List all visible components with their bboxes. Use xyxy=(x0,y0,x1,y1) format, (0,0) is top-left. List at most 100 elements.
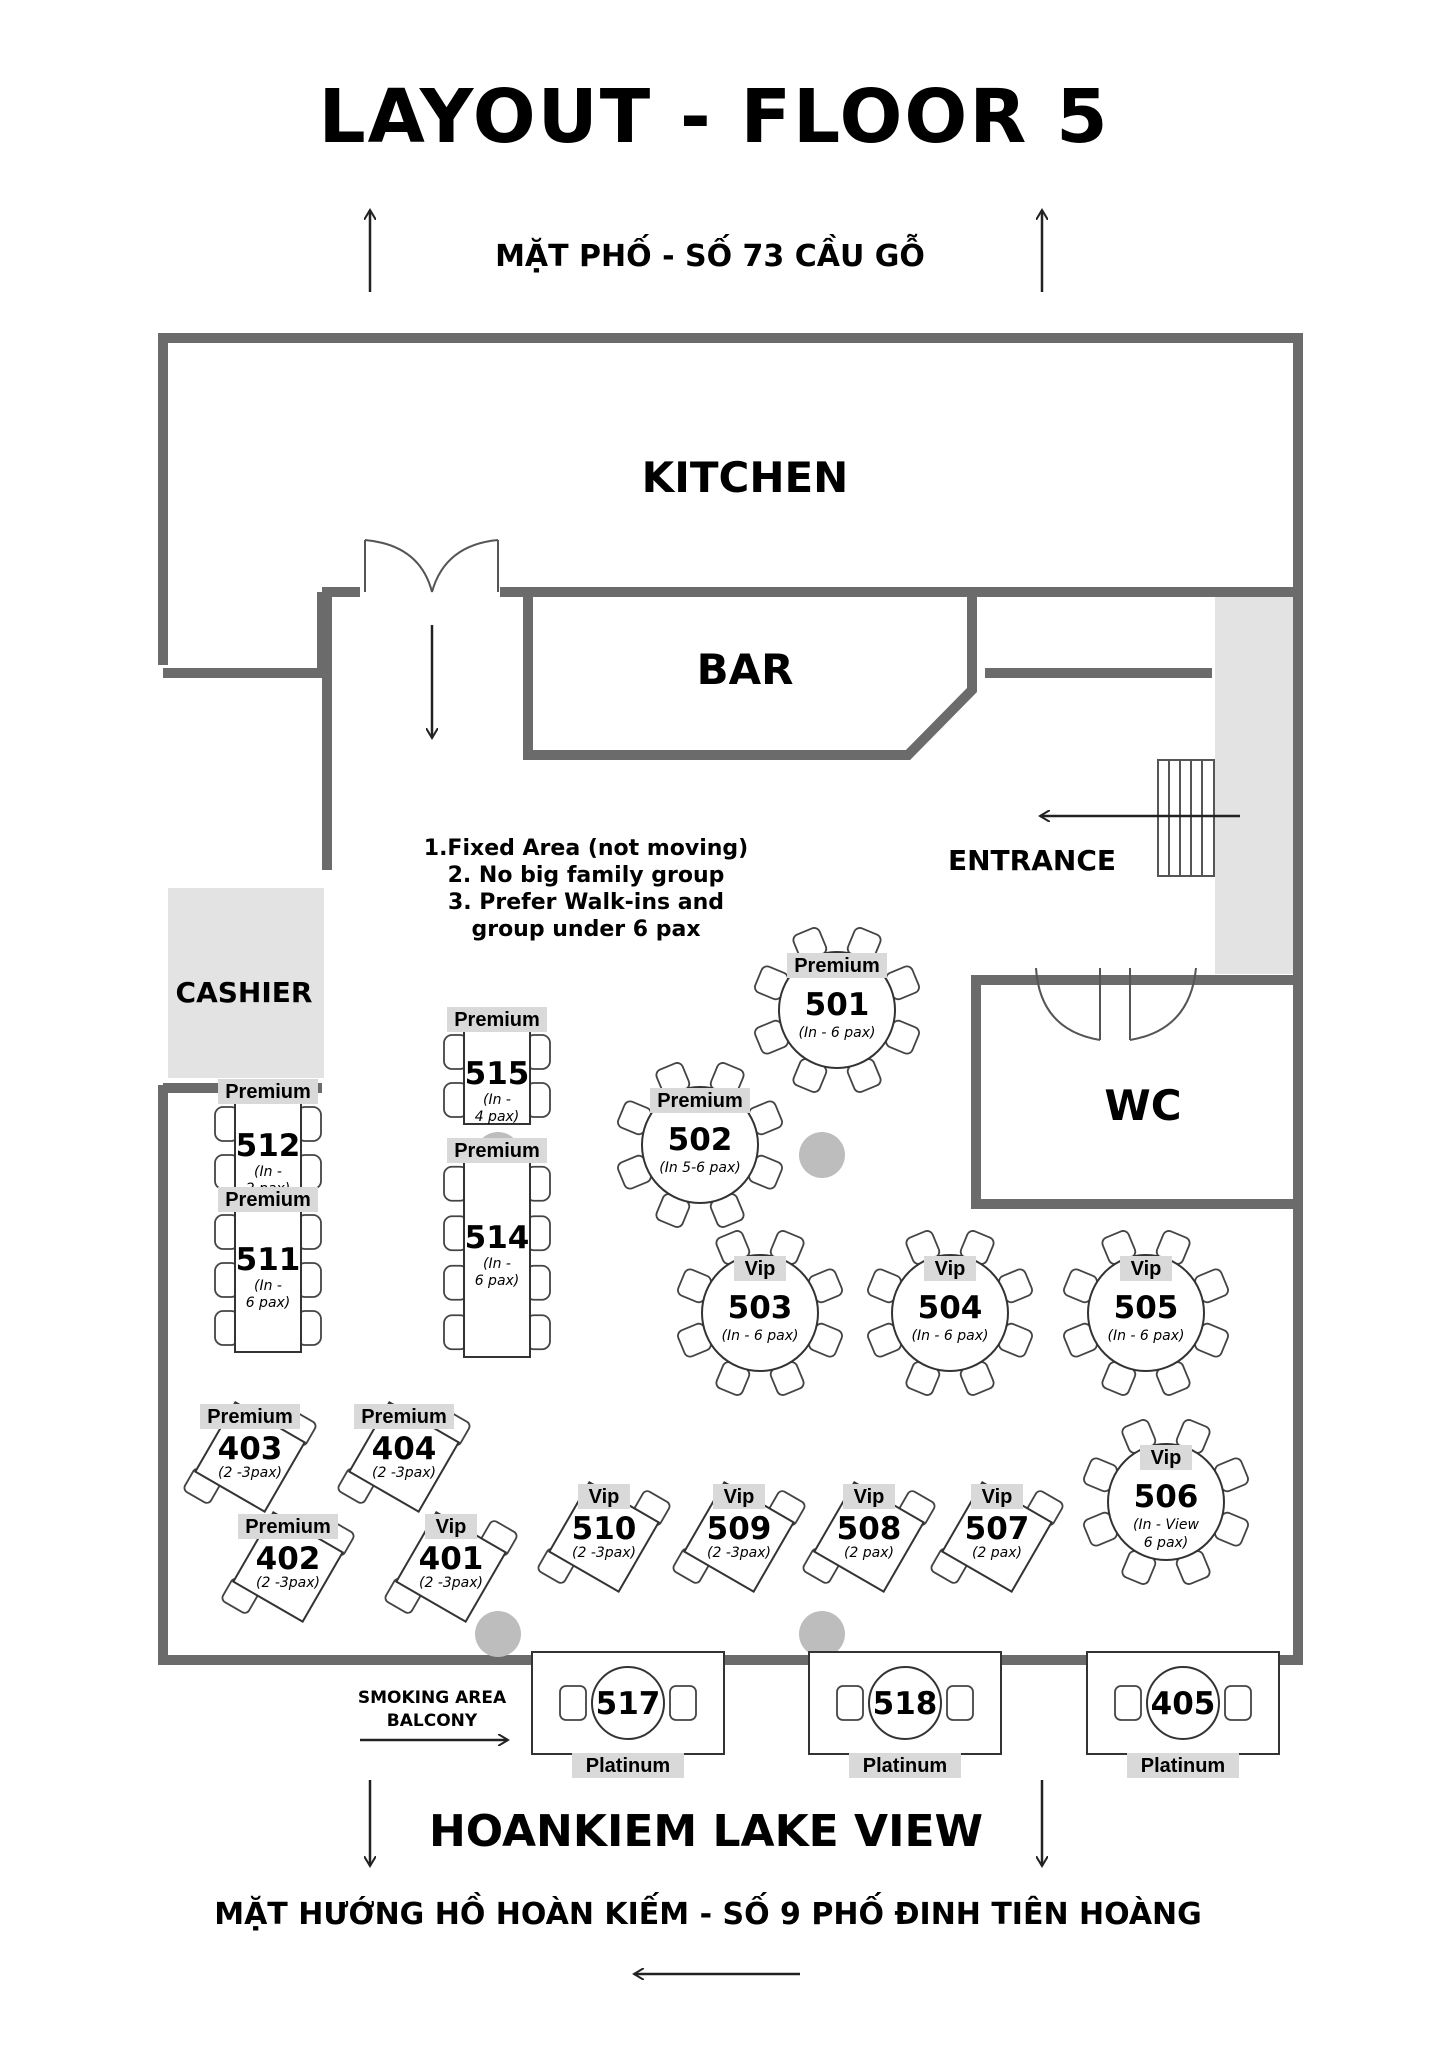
table-number: 517 xyxy=(596,1686,661,1722)
table-capacity: (In - 6 pax) xyxy=(1108,1328,1185,1344)
street-top-label: MẶT PHỐ - SỐ 73 CẦU GỖ xyxy=(495,233,925,274)
table-number: 501 xyxy=(805,987,870,1023)
table-top xyxy=(234,1207,302,1353)
table-capacity: (2 -3pax) xyxy=(372,1465,436,1481)
table-top xyxy=(868,1666,942,1740)
table-tier: Platinum xyxy=(1141,1755,1225,1777)
table-number: 507 xyxy=(965,1511,1030,1547)
table-capacity: (In - 6 pax) xyxy=(799,1025,876,1041)
table-number: 515 xyxy=(465,1056,530,1092)
table-body xyxy=(802,1480,936,1594)
table-top xyxy=(234,1099,302,1197)
table-capacity: 6 pax) xyxy=(475,1273,520,1289)
table-capacity: (2 -3pax) xyxy=(419,1575,483,1591)
table-number: 511 xyxy=(236,1242,301,1278)
table-tier-bg xyxy=(572,1753,684,1778)
table-tier-bg xyxy=(849,1753,961,1778)
table-509[interactable]: Vip 509(2 -3pax) xyxy=(672,1462,807,1611)
entrance-label: ENTRANCE xyxy=(948,844,1116,877)
note-3: 3. Prefer Walk-ins and xyxy=(448,890,724,915)
table-tier-bg xyxy=(238,1514,338,1539)
table-number: 401 xyxy=(419,1541,484,1577)
table-401[interactable]: Vip 401(2 -3pax) xyxy=(384,1492,519,1641)
table-capacity: (2 pax) xyxy=(972,1545,1022,1561)
chair xyxy=(669,1685,697,1721)
table-top xyxy=(1107,1443,1225,1561)
chair xyxy=(836,1685,864,1721)
table-number: 512 xyxy=(236,1128,301,1164)
table-capacity: (2 -3pax) xyxy=(707,1545,771,1561)
chair xyxy=(1114,1685,1142,1721)
table-top xyxy=(463,1158,531,1358)
table-top xyxy=(701,1254,819,1372)
chair xyxy=(1224,1685,1252,1721)
lake-view-label: HOANKIEM LAKE VIEW xyxy=(429,1806,983,1857)
cashier-area xyxy=(168,888,324,1078)
smoking-area-label: SMOKING AREA xyxy=(358,1688,507,1708)
bar-wall xyxy=(523,597,977,760)
wc-wall xyxy=(971,975,1298,1209)
table-number: 402 xyxy=(256,1541,321,1577)
table-number: 505 xyxy=(1114,1290,1179,1326)
note-4: group under 6 pax xyxy=(471,917,700,942)
pillar xyxy=(799,1132,845,1178)
table-number: 506 xyxy=(1134,1479,1199,1515)
chair xyxy=(946,1685,974,1721)
table-number: 404 xyxy=(372,1431,437,1467)
table-number: 509 xyxy=(707,1511,772,1547)
table-capacity: 4 pax) xyxy=(475,1109,520,1125)
table-tier: Vip xyxy=(935,1258,966,1280)
table-tier-bg xyxy=(200,1404,300,1429)
table-body xyxy=(672,1480,806,1594)
table-capacity: (In 5-6 pax) xyxy=(659,1160,740,1176)
table-number: 503 xyxy=(728,1290,793,1326)
street-bottom-label: MẶT HƯỚNG HỒ HOÀN KIẾM - SỐ 9 PHỐ ĐINH T… xyxy=(214,1891,1202,1932)
table-tier-bg xyxy=(354,1404,454,1429)
table-tier-bg xyxy=(218,1187,318,1212)
table-top xyxy=(591,1666,665,1740)
wc-door xyxy=(1035,967,1197,1041)
table-number: 518 xyxy=(873,1686,938,1722)
table-number: 514 xyxy=(465,1220,530,1256)
table-capacity: (In - 6 pax) xyxy=(722,1328,799,1344)
table-tier: Vip xyxy=(436,1516,467,1538)
table-capacity: (In - xyxy=(254,1164,282,1180)
table-capacity: 6 pax) xyxy=(246,1295,291,1311)
table-body xyxy=(537,1480,671,1594)
table-top xyxy=(1146,1666,1220,1740)
table-tier-bg xyxy=(971,1484,1023,1509)
table-tier: Vip xyxy=(854,1486,885,1508)
corridor-wall xyxy=(163,592,327,678)
table-tier: Vip xyxy=(724,1486,755,1508)
stairs-icon xyxy=(1157,759,1215,877)
table-tier-bg xyxy=(1127,1753,1239,1778)
wc-label: WC xyxy=(1104,1081,1181,1130)
note-1: 1.Fixed Area (not moving) xyxy=(424,836,748,861)
table-capacity: (2 -3pax) xyxy=(256,1575,320,1591)
table-number: 403 xyxy=(218,1431,283,1467)
table-tier-bg xyxy=(1120,1256,1172,1281)
table-tier-bg xyxy=(924,1256,976,1281)
table-tier-bg xyxy=(218,1079,318,1104)
table-tier-bg xyxy=(425,1514,477,1539)
